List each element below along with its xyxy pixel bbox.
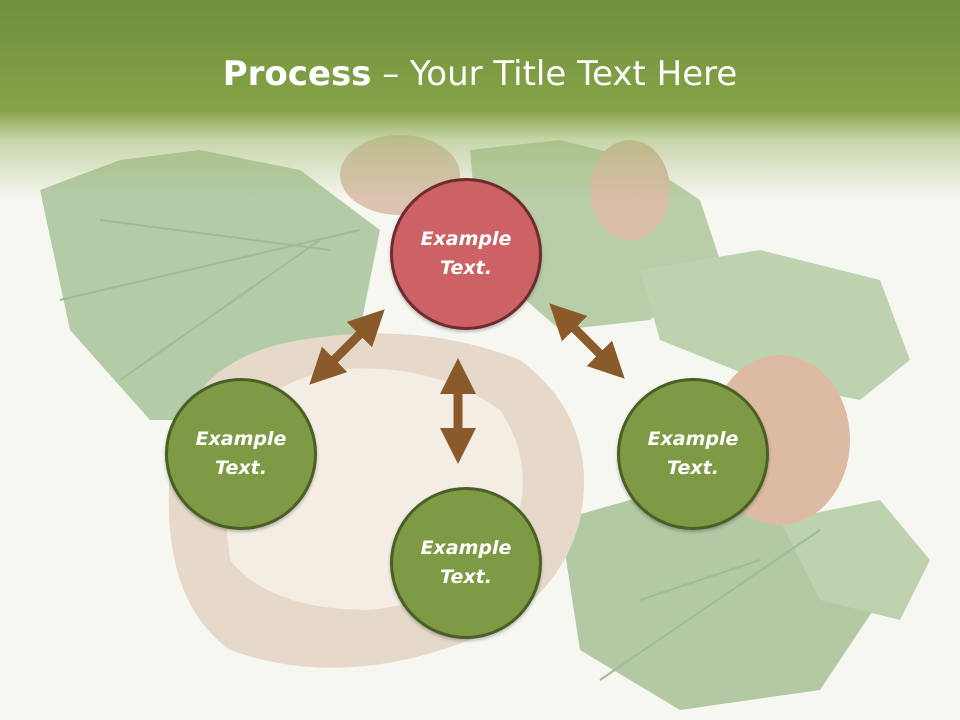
title-bold: Process (222, 54, 372, 94)
process-node-right: Example Text. (617, 378, 769, 530)
arrow-top-right (549, 303, 625, 379)
process-node-left: Example Text. (165, 378, 317, 530)
arrow-top-left (309, 309, 385, 385)
node-top-label: Example Text. (420, 228, 512, 279)
node-bottom-label: Example Text. (420, 537, 512, 588)
slide-title: Process – Your Title Text Here (0, 52, 960, 96)
title-rest: – Your Title Text Here (371, 54, 738, 94)
title-bar (0, 0, 960, 200)
process-node-top: Example Text. (390, 178, 542, 330)
process-node-bottom: Example Text. (390, 487, 542, 639)
node-right-label: Example Text. (647, 428, 739, 479)
node-left-label: Example Text. (195, 428, 287, 479)
